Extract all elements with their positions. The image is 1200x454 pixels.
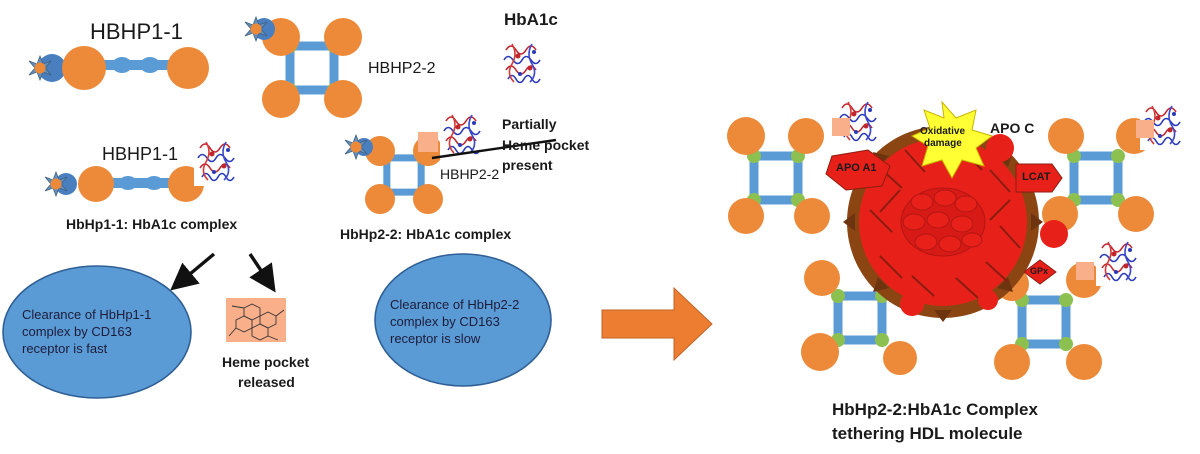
label-hdl-title-2: tethering HDL molecule bbox=[832, 424, 1023, 443]
label-heme-pocket: Heme pocket bbox=[502, 137, 590, 153]
complex-top-right bbox=[1042, 101, 1189, 232]
label-hbhp11-mid: HBHP1-1 bbox=[102, 144, 179, 164]
hbhp11-complex bbox=[44, 137, 243, 202]
label-complex-22: HbHp2-2: HbA1c complex bbox=[340, 226, 512, 242]
label-oxidative-1: Oxidative bbox=[920, 126, 966, 137]
label-hbhp22-top: HBHP2-2 bbox=[368, 60, 436, 77]
clearance-22-line1: Clearance of HbHp2-2 bbox=[390, 297, 520, 312]
arrow-to-clearance bbox=[170, 252, 216, 291]
label-present: present bbox=[502, 157, 553, 173]
clearance-11-text: Clearance of HbHp1-1 complex by CD163 re… bbox=[22, 306, 151, 357]
clearance-11-line2: complex by CD163 bbox=[22, 324, 132, 339]
clearance-11-line1: Clearance of HbHp1-1 bbox=[22, 307, 152, 322]
arrow-to-heme bbox=[248, 253, 276, 293]
hbhp11-top-chain bbox=[28, 46, 209, 90]
hbhp22-complex bbox=[344, 110, 557, 214]
clearance-22-line2: complex by CD163 bbox=[390, 314, 500, 329]
label-heme-released-2: released bbox=[238, 374, 295, 390]
lcat-shape bbox=[1015, 163, 1063, 193]
apo-a1-shape bbox=[825, 149, 891, 191]
label-gpx: GPx bbox=[1030, 266, 1049, 276]
clearance-22-line3: receptor is slow bbox=[390, 331, 481, 346]
clearance-22-oval bbox=[374, 253, 552, 387]
clearance-22-text: Clearance of HbHp2-2 complex by CD163 re… bbox=[390, 296, 519, 347]
label-apo-c: APO C bbox=[990, 120, 1035, 136]
label-complex-11: HbHp1-1: HbA1c complex bbox=[66, 216, 238, 232]
heme-molecule bbox=[225, 297, 287, 343]
label-hba1c: HbA1c bbox=[504, 10, 558, 29]
clearance-11-oval bbox=[2, 265, 192, 399]
label-heme-released-1: Heme pocket bbox=[222, 354, 310, 370]
label-oxidative-2: damage bbox=[924, 138, 962, 149]
hdl-molecule bbox=[727, 97, 1189, 380]
label-hbhp11-top: HBHP1-1 bbox=[90, 19, 183, 44]
hbhp22-top-complex bbox=[244, 16, 362, 118]
hba1c-protein-top bbox=[499, 39, 549, 89]
gpx-shape bbox=[1023, 259, 1057, 285]
label-hbhp22-mid: HBHP2-2 bbox=[440, 166, 500, 182]
complex-top-left bbox=[727, 97, 885, 234]
label-partially: Partially bbox=[502, 116, 557, 132]
big-orange-arrow bbox=[601, 286, 713, 362]
oxidative-star bbox=[910, 100, 994, 180]
label-lcat: LCAT bbox=[1022, 171, 1051, 183]
clearance-11-line3: receptor is fast bbox=[22, 341, 108, 356]
label-apo-a1: APO A1 bbox=[836, 162, 877, 174]
label-hdl-title-1: HbHp2-2:HbA1c Complex bbox=[832, 400, 1038, 419]
